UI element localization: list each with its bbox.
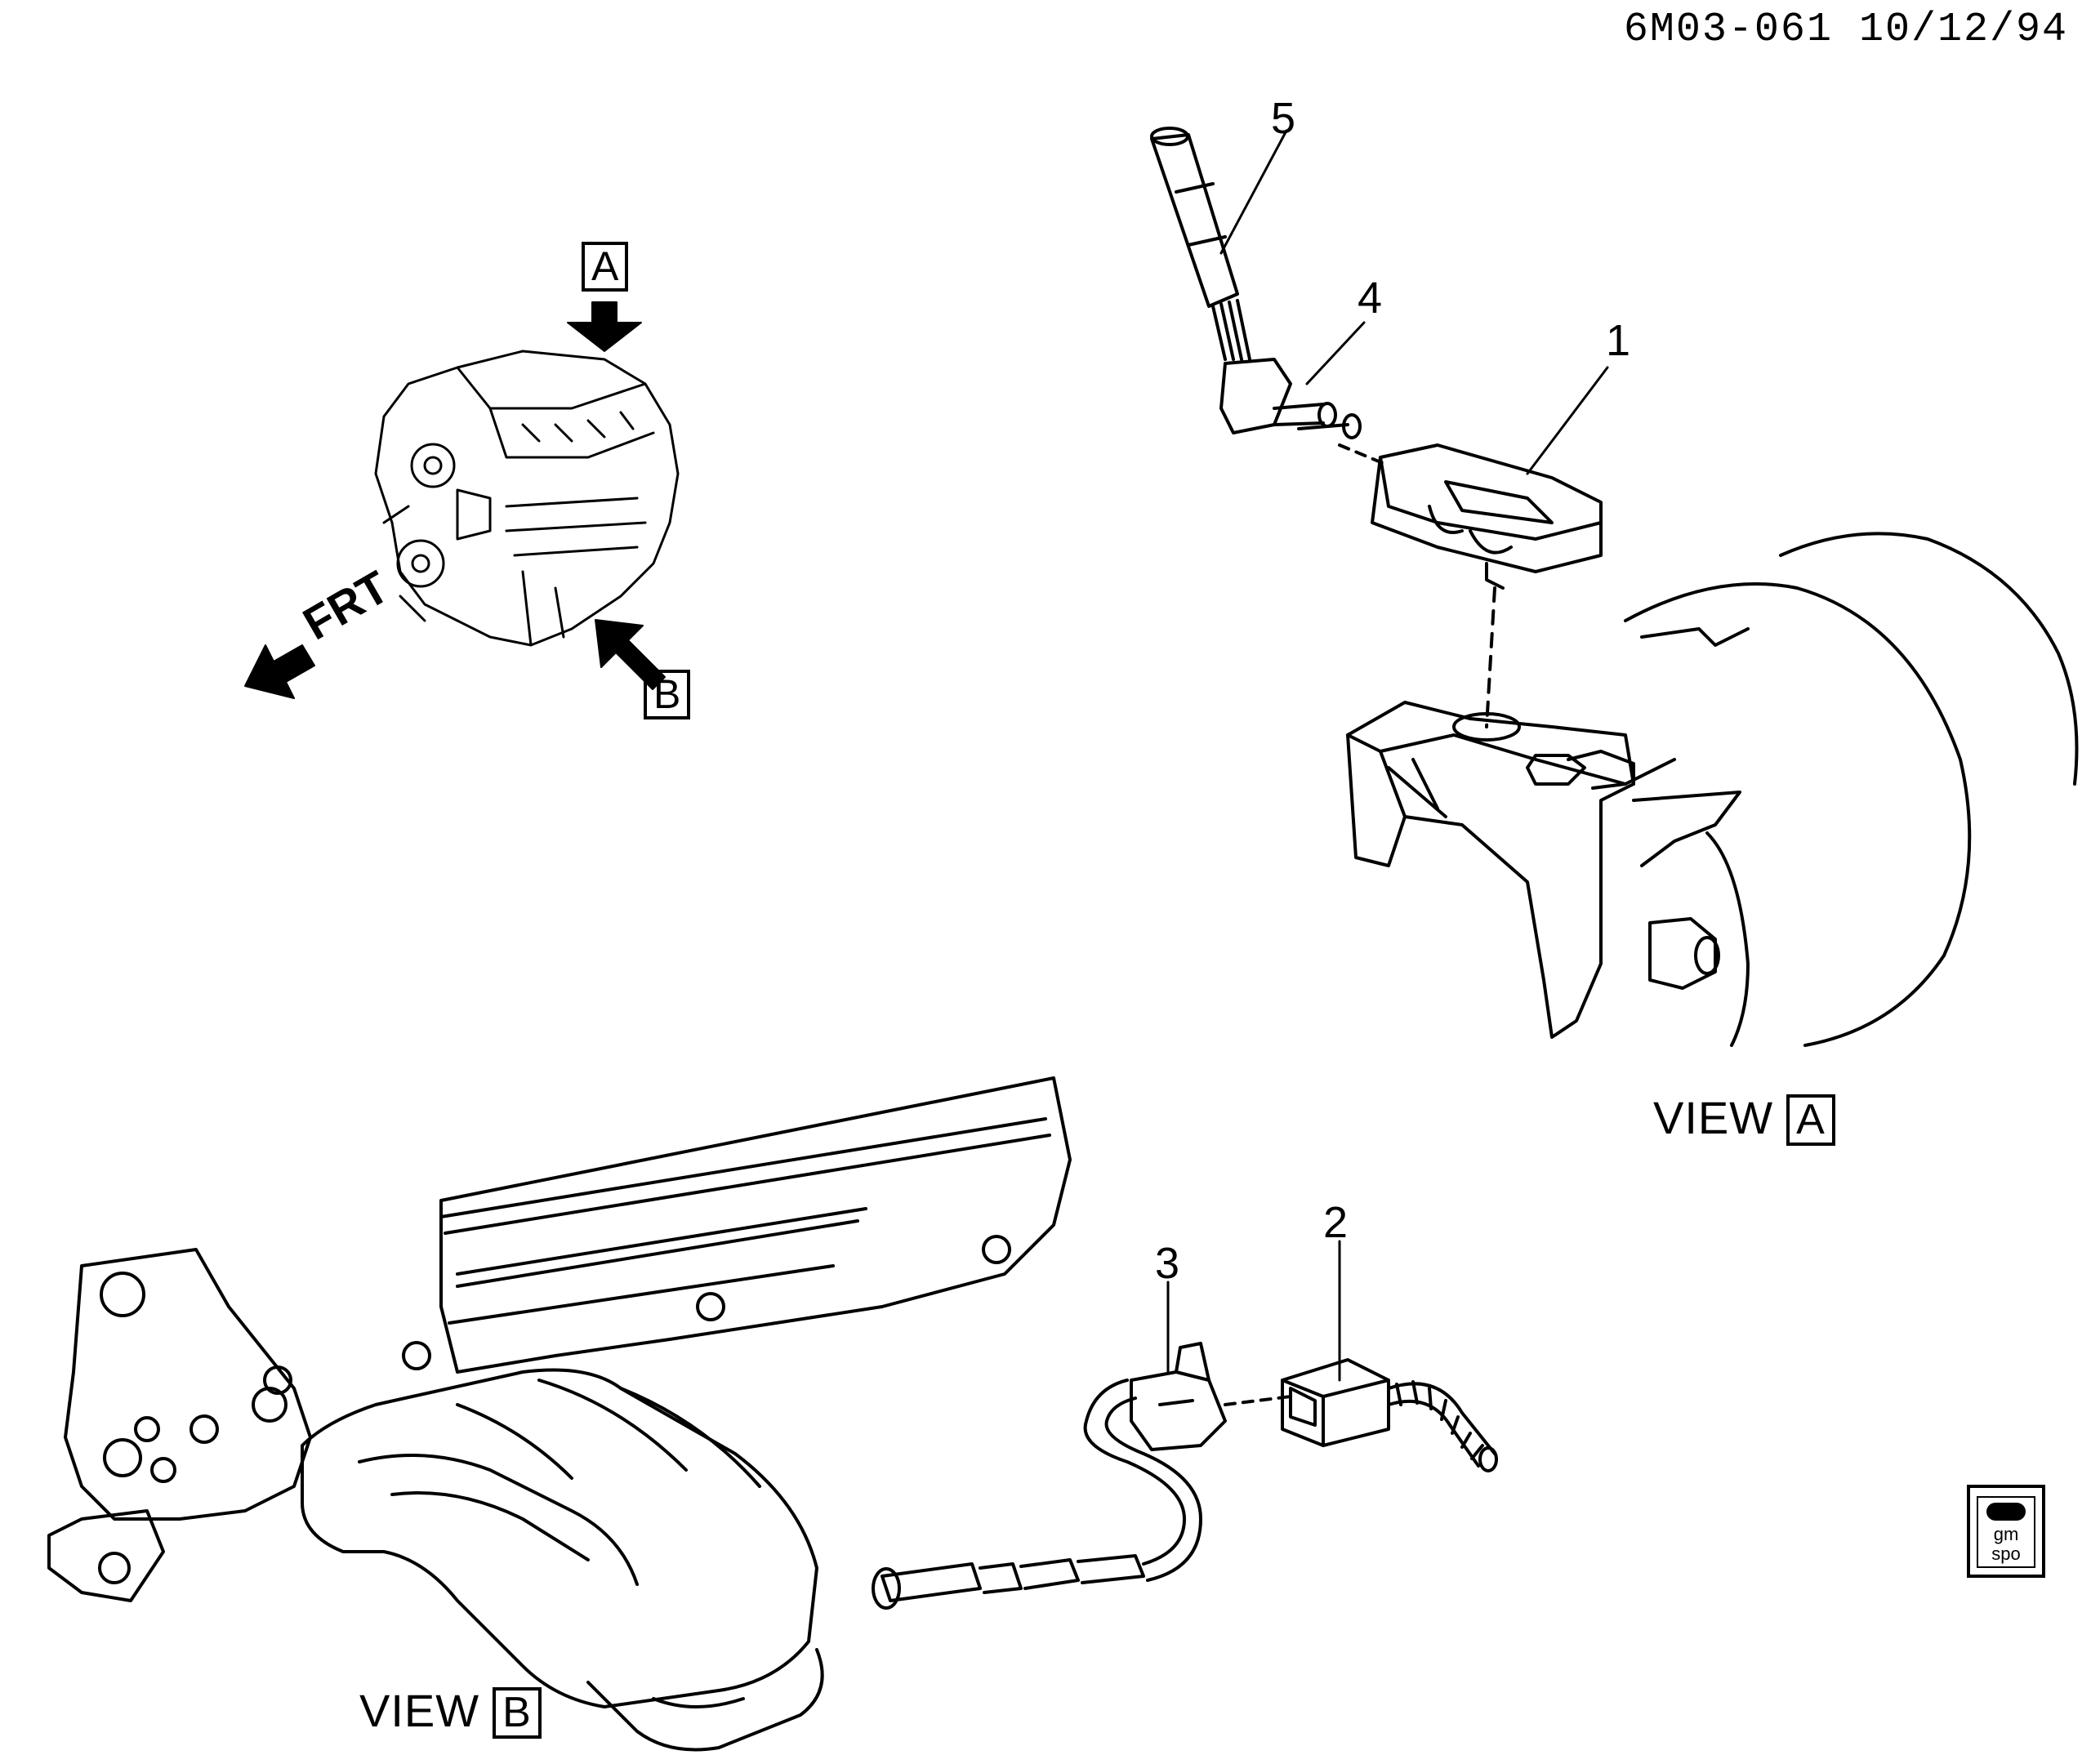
view-a-illustration [1150,127,2079,1047]
callout-5: 5 [1271,94,1296,143]
view-a-marker: A [582,242,629,292]
callout-leader-lines [1166,129,1609,1382]
view-b-label-text: VIEW [359,1685,480,1736]
view-a-arrow [567,301,642,352]
callout-3: 3 [1155,1239,1180,1288]
view-a-label-text: VIEW [1653,1092,1774,1143]
drawing-code: 6M03-061 10/12/94 [1623,7,2068,53]
engine-overview-illustration [374,350,680,647]
logo-line1: gm [1993,1524,2019,1544]
logo-pill-icon [1986,1503,2026,1521]
callout-1: 1 [1606,316,1631,365]
view-b-illustration [47,1076,1498,1752]
gm-spo-logo: gm spo [1967,1485,2045,1578]
front-arrow [244,644,315,699]
view-b-marker: B [644,670,691,719]
view-b-label: VIEW B [359,1684,542,1739]
callout-4: 4 [1358,274,1383,323]
view-b-label-marker: B [493,1687,542,1739]
callout-2: 2 [1323,1198,1349,1247]
view-a-label-marker: A [1786,1094,1835,1146]
logo-line2: spo [1991,1544,2021,1564]
